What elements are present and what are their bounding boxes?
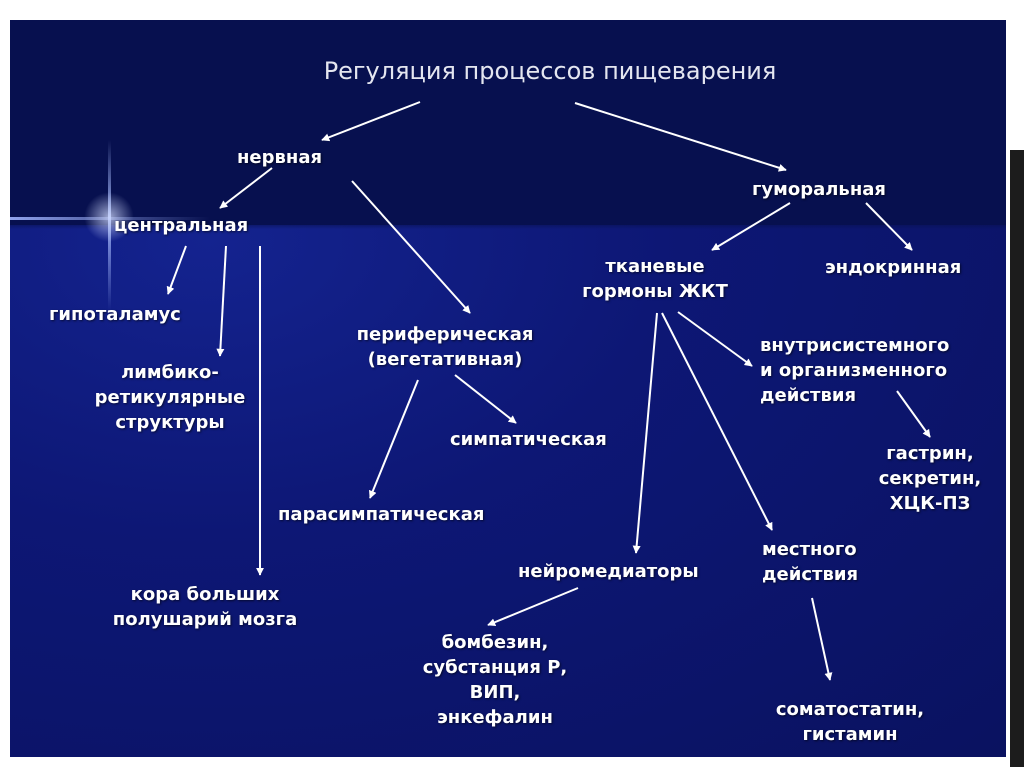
node-somatostatin-group: соматостатин, гистамин	[740, 697, 960, 747]
arrow-humoral-to-tissue-hormones	[711, 202, 791, 251]
node-intrasystem-line: и организменного	[760, 360, 948, 381]
node-gastrin-group-line: гастрин,	[886, 443, 974, 464]
node-limbic-line: ретикулярные	[94, 387, 246, 408]
node-gastrin-group-line: ХЦК-ПЗ	[889, 493, 971, 514]
arrow-central-to-limbic	[216, 245, 227, 357]
node-gastrin-group: гастрин, секретин, ХЦК-ПЗ	[860, 441, 1000, 516]
node-sympathetic: симпатическая	[450, 429, 607, 450]
arrow-title-to-nervous	[321, 101, 421, 142]
node-cortex-line: полушарий мозга	[112, 609, 298, 630]
arrow-nervous-to-central	[219, 167, 273, 209]
light-flare-glow	[84, 192, 134, 242]
arrow-tissue-hormones-to-intrasystem	[677, 311, 753, 367]
node-bombesin-group-line: субстанция Р,	[422, 657, 568, 678]
arrow-neuromediators-to-bombesin-group	[487, 587, 579, 626]
node-endocrine: эндокринная	[825, 257, 962, 278]
node-bombesin-group-line: ВИП,	[469, 682, 521, 703]
arrow-central-to-hypothalamus	[166, 245, 187, 295]
arrow-title-to-humoral	[574, 102, 787, 172]
node-tissue-hormones: тканевые гормоны ЖКТ	[555, 254, 755, 304]
node-neuromediators: нейромедиаторы	[518, 561, 699, 582]
node-local-action-line: местного	[762, 539, 857, 560]
slide-top-band	[10, 20, 1006, 229]
node-intrasystem-line: действия	[760, 385, 857, 406]
node-somatostatin-group-line: соматостатин,	[775, 699, 925, 720]
arrow-tissue-hormones-to-local-action	[661, 312, 773, 531]
node-cortex: кора больших полушарий мозга	[85, 582, 325, 632]
arrow-humoral-to-endocrine	[865, 202, 913, 251]
node-peripheral-line: (вегетативная)	[367, 349, 523, 370]
node-limbic-line: лимбико-	[121, 362, 219, 383]
window-edge-strip	[1010, 150, 1024, 767]
node-tissue-hormones-line: гормоны ЖКТ	[582, 281, 728, 302]
arrow-peripheral-to-sympathetic	[454, 374, 517, 424]
arrow-nervous-to-peripheral	[351, 180, 471, 314]
node-central: центральная	[114, 215, 249, 236]
node-nervous: нервная	[237, 147, 323, 168]
node-intrasystem: внутрисистемного и организменного действ…	[760, 333, 949, 408]
node-cortex-line: кора больших	[130, 584, 280, 605]
node-parasympathetic: парасимпатическая	[278, 504, 485, 525]
slide-background	[10, 20, 1006, 757]
node-hypothalamus: гипоталамус	[49, 304, 181, 325]
node-peripheral-line: периферическая	[356, 324, 534, 345]
arrow-intrasystem-to-gastrin-group	[896, 390, 931, 438]
node-limbic-line: структуры	[115, 412, 225, 433]
diagram-title: Регуляция процессов пищеварения	[323, 57, 777, 85]
node-local-action-line: действия	[762, 564, 859, 585]
node-bombesin-group-line: бомбезин,	[441, 632, 549, 653]
node-bombesin-group: бомбезин, субстанция Р, ВИП, энкефалин	[395, 630, 595, 730]
node-somatostatin-group-line: гистамин	[802, 724, 898, 745]
node-local-action: местного действия	[762, 537, 858, 587]
node-bombesin-group-line: энкефалин	[437, 707, 553, 728]
edge-layer	[166, 101, 931, 681]
node-tissue-hormones-line: тканевые	[605, 256, 705, 277]
arrow-peripheral-to-parasympathetic	[369, 379, 419, 499]
node-intrasystem-line: внутрисистемного	[760, 335, 950, 356]
node-limbic: лимбико- ретикулярные структуры	[65, 360, 275, 435]
node-humoral: гуморальная	[752, 179, 886, 200]
arrow-tissue-hormones-to-neuromediators	[632, 312, 658, 554]
arrow-local-action-to-somatostatin-group	[811, 597, 833, 681]
node-gastrin-group-line: секретин,	[878, 468, 982, 489]
node-peripheral: периферическая (вегетативная)	[330, 322, 560, 372]
